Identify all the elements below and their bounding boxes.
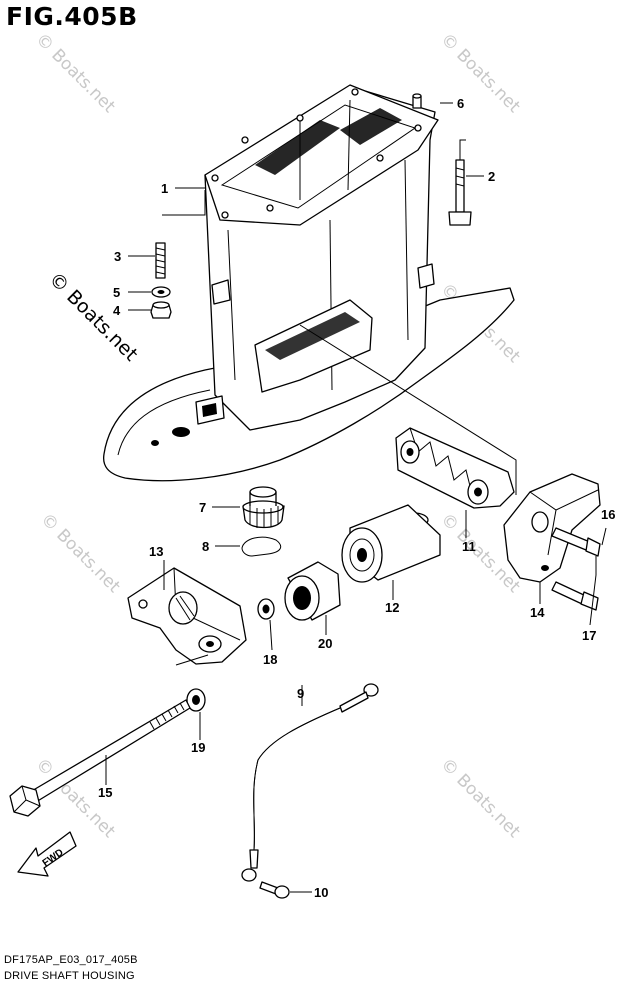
bolt-2 xyxy=(448,159,472,226)
callout-18: 18 xyxy=(263,652,277,667)
callout-3: 3 xyxy=(114,249,121,264)
callout-16: 16 xyxy=(601,507,615,522)
callout-20: 20 xyxy=(318,636,332,651)
bolt-16 xyxy=(551,527,601,557)
watermark-bottom-right: © Boats.net xyxy=(436,754,524,842)
callout-17: 17 xyxy=(582,628,596,643)
callout-19: 19 xyxy=(191,740,205,755)
stud-3 xyxy=(155,242,166,279)
callout-13: 13 xyxy=(149,544,163,559)
bracket-14 xyxy=(503,473,601,583)
watermark-main: © Boats.net xyxy=(44,268,142,366)
cup-20 xyxy=(284,561,341,621)
bolt-15 xyxy=(9,699,191,817)
callouts: 1 2 3 4 5 6 7 8 9 10 11 12 13 14 15 16 1… xyxy=(98,96,615,900)
callout-2: 2 xyxy=(488,169,495,184)
leader-lines xyxy=(105,102,607,893)
washer-5 xyxy=(151,286,171,298)
callout-5: 5 xyxy=(113,285,120,300)
callout-15: 15 xyxy=(98,785,112,800)
washer-18 xyxy=(257,598,275,620)
clip-8 xyxy=(241,536,282,557)
callout-9: 9 xyxy=(297,686,304,701)
callout-10: 10 xyxy=(314,885,328,900)
callout-4: 4 xyxy=(113,303,121,318)
figure-title: FIG.405B xyxy=(6,2,138,31)
watermark-top-right: © Boats.net xyxy=(436,29,524,117)
callout-6: 6 xyxy=(457,96,464,111)
pin-6 xyxy=(412,93,422,109)
nut-4 xyxy=(150,301,172,319)
bumper-11 xyxy=(395,427,515,509)
callout-7: 7 xyxy=(199,500,206,515)
callout-12: 12 xyxy=(385,600,399,615)
section-name: DRIVE SHAFT HOUSING xyxy=(4,970,135,982)
mount-12 xyxy=(341,504,441,583)
drive-shaft-housing xyxy=(102,84,515,482)
callout-11: 11 xyxy=(462,539,476,554)
ground-wire-9 xyxy=(241,683,379,882)
washer-19 xyxy=(186,688,206,712)
bolt-17 xyxy=(551,581,599,611)
callout-14: 14 xyxy=(530,605,545,620)
callout-8: 8 xyxy=(202,539,209,554)
grommet-7 xyxy=(242,486,285,529)
watermark-center-left: © Boats.net xyxy=(36,509,124,597)
screw-10 xyxy=(259,881,290,899)
watermark-top-left: © Boats.net xyxy=(31,29,119,117)
callout-1: 1 xyxy=(161,181,168,196)
fwd-arrow-icon: FWD xyxy=(17,831,77,877)
model-code: DF175AP_E03_017_405B xyxy=(4,954,138,966)
clamp-13 xyxy=(127,567,247,665)
